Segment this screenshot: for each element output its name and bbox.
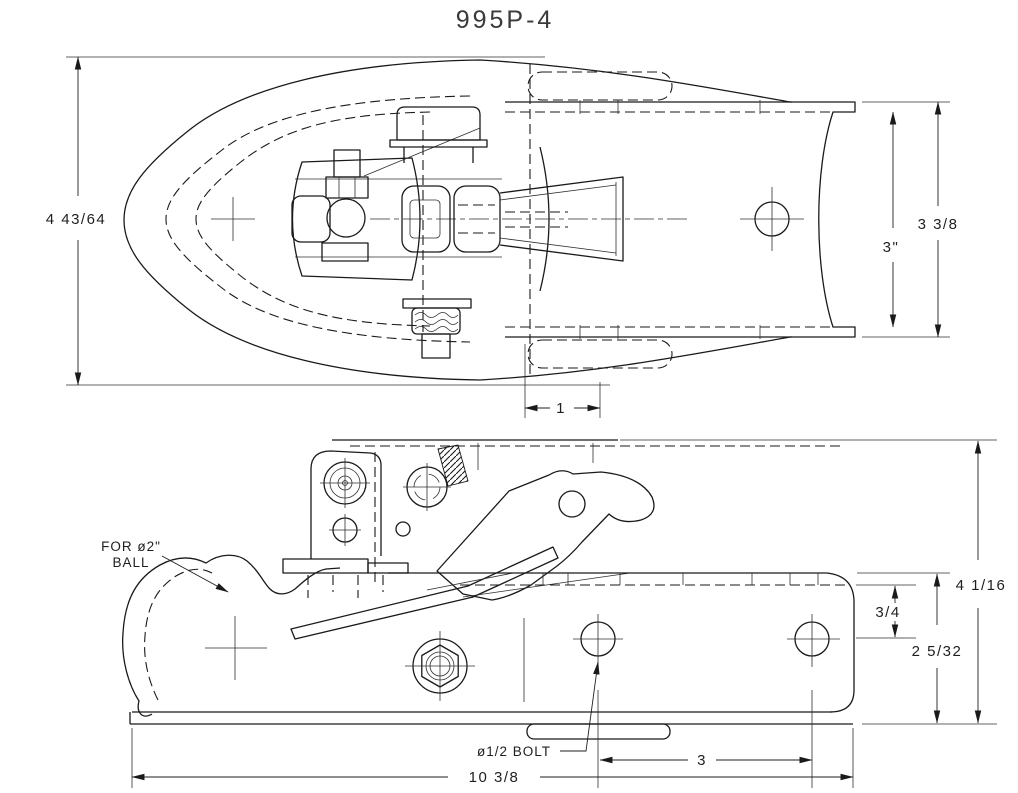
hex-nut bbox=[405, 631, 475, 701]
latch-wheel bbox=[321, 242, 369, 262]
svg-text:1: 1 bbox=[556, 400, 566, 417]
dim-slot-length: 1 bbox=[524, 344, 601, 418]
page-title: 995P-4 bbox=[456, 6, 555, 34]
dim-hole-offset: 3/4 bbox=[856, 584, 916, 639]
svg-text:ø1/2 BOLT: ø1/2 BOLT bbox=[477, 744, 551, 759]
latch-lever bbox=[282, 439, 845, 640]
coupler-outline bbox=[123, 59, 856, 381]
base-slot-lip bbox=[526, 723, 671, 740]
svg-text:3: 3 bbox=[697, 752, 707, 769]
svg-text:BALL: BALL bbox=[112, 555, 149, 570]
svg-text:2 5/32: 2 5/32 bbox=[912, 643, 963, 660]
svg-text:4 1/16: 4 1/16 bbox=[956, 577, 1007, 594]
dim-overall-length: 10 3/8 bbox=[131, 728, 854, 788]
svg-text:FOR ø2": FOR ø2" bbox=[101, 539, 161, 554]
slot-bottom bbox=[527, 339, 673, 369]
latch-mechanism bbox=[291, 127, 502, 281]
label-ball: FOR ø2" BALL bbox=[101, 539, 229, 593]
ball-center-mark bbox=[205, 616, 267, 680]
bolt-hole-left bbox=[573, 614, 623, 788]
svg-text:3 3/8: 3 3/8 bbox=[918, 216, 959, 233]
side-view: FOR ø2" BALL ø1/2 BOLT 4 1/16 2 5/32 bbox=[101, 439, 1007, 788]
pivot-boss bbox=[320, 458, 370, 508]
dim-channel-inner-width: 3" bbox=[883, 111, 900, 328]
dim-overall-height: 4 1/16 bbox=[620, 439, 1007, 725]
svg-text:3": 3" bbox=[883, 239, 900, 256]
channel-body bbox=[129, 572, 855, 788]
dim-base-height: 2 5/32 bbox=[857, 572, 963, 724]
tongue-wedge bbox=[499, 176, 624, 262]
svg-text:10 3/8: 10 3/8 bbox=[469, 769, 520, 786]
dim-hole-spacing: 3 bbox=[599, 752, 813, 769]
ball-socket-dome bbox=[122, 554, 341, 717]
knurled-cap bbox=[389, 106, 488, 163]
plan-view: 4 43/64 3 3/8 3" 1 bbox=[46, 56, 959, 418]
latch-stud bbox=[333, 149, 361, 178]
latch-ball bbox=[326, 198, 366, 238]
dim-channel-outer-width: 3 3/8 bbox=[862, 101, 959, 338]
label-bolt: ø1/2 BOLT bbox=[477, 661, 600, 759]
trigger-wedge bbox=[290, 546, 559, 640]
bottom-bolt bbox=[402, 298, 472, 359]
plan-bolt-hole bbox=[740, 187, 804, 251]
spring bbox=[437, 444, 469, 487]
svg-text:3/4: 3/4 bbox=[875, 604, 900, 621]
flange-ticks bbox=[579, 100, 761, 339]
pivot-circle bbox=[403, 463, 451, 511]
lever-handle bbox=[436, 470, 655, 601]
svg-text:4 43/64: 4 43/64 bbox=[46, 211, 107, 228]
socket-center-mark bbox=[211, 197, 255, 241]
latch-base-plate bbox=[282, 558, 369, 574]
bolt-hole-right bbox=[787, 614, 840, 788]
dim-overall-width: 4 43/64 bbox=[46, 56, 610, 386]
slot-top bbox=[527, 71, 673, 101]
base-plate bbox=[129, 711, 853, 740]
rivet-boss bbox=[329, 514, 361, 546]
